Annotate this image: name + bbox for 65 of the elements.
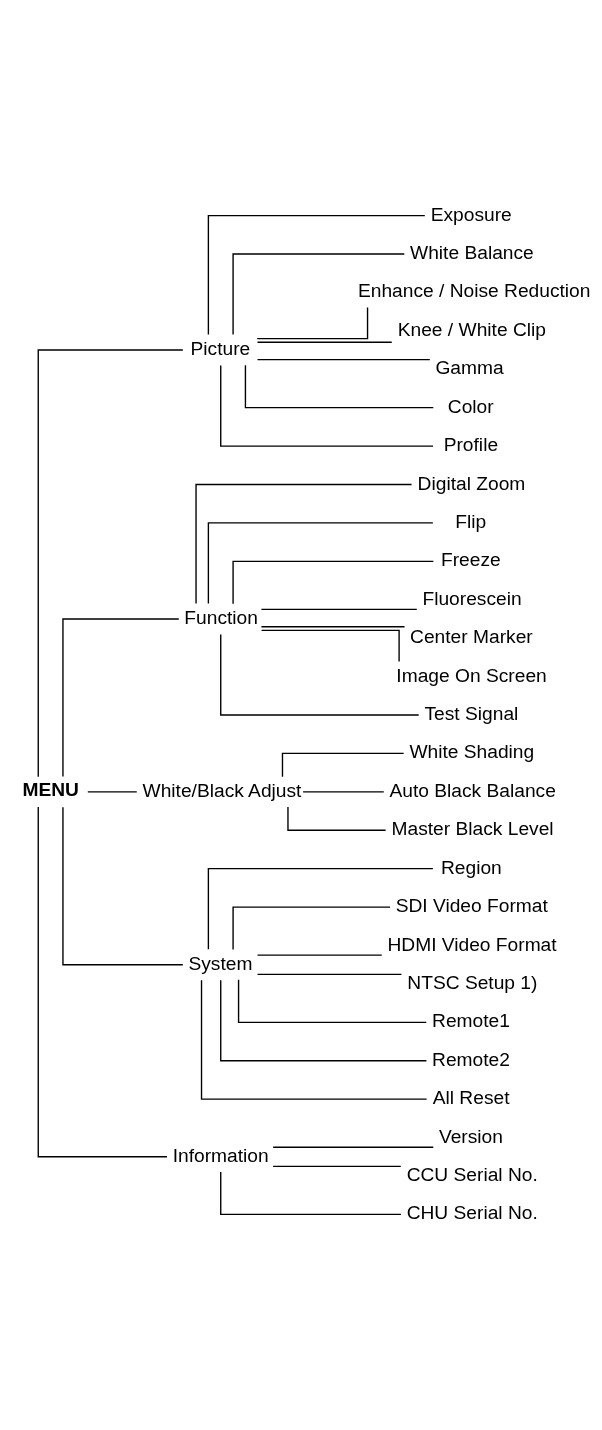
connector bbox=[62, 618, 180, 778]
node-text: Version bbox=[438, 1125, 503, 1147]
node-text: Digital Zoom bbox=[417, 472, 526, 494]
connector bbox=[256, 954, 383, 956]
connector bbox=[207, 868, 434, 950]
node-text: NTSC Setup 1) bbox=[407, 971, 538, 993]
node-text: Information bbox=[172, 1144, 269, 1166]
node-text: Picture bbox=[190, 338, 251, 360]
node-text: White Balance bbox=[410, 242, 534, 264]
connector bbox=[260, 608, 418, 611]
connector bbox=[220, 979, 428, 1062]
connector bbox=[256, 306, 369, 340]
node-text: Color bbox=[447, 395, 494, 417]
connector bbox=[200, 979, 428, 1100]
connector bbox=[237, 979, 427, 1024]
node-text: System bbox=[188, 952, 253, 974]
connector bbox=[232, 253, 405, 336]
connector bbox=[232, 560, 435, 605]
connector bbox=[220, 364, 434, 447]
node-text: All Reset bbox=[432, 1087, 510, 1109]
connector bbox=[260, 629, 400, 663]
node-text: Master Black Level bbox=[391, 818, 554, 840]
node-text: Image On Screen bbox=[396, 664, 547, 686]
connector bbox=[256, 341, 393, 343]
connector bbox=[232, 906, 391, 951]
node-text: Test Signal bbox=[424, 703, 519, 725]
connector bbox=[272, 1146, 434, 1148]
connector bbox=[256, 973, 403, 975]
connector bbox=[37, 349, 184, 778]
connector bbox=[256, 358, 431, 361]
connector bbox=[207, 214, 426, 336]
connector bbox=[37, 806, 168, 1158]
node-text: Remote2 bbox=[432, 1048, 510, 1070]
node-text: Function bbox=[184, 607, 258, 629]
connector bbox=[207, 522, 434, 605]
node-text: Remote1 bbox=[432, 1010, 510, 1032]
connector bbox=[272, 1165, 402, 1168]
node-text: Flip bbox=[455, 510, 487, 532]
connector bbox=[260, 626, 406, 628]
connector bbox=[87, 791, 138, 793]
node-text: Center Marker bbox=[410, 626, 533, 648]
connector bbox=[62, 806, 184, 966]
node-text: SDI Video Format bbox=[395, 895, 548, 917]
connector bbox=[220, 633, 420, 716]
node-text: Freeze bbox=[440, 549, 501, 571]
node-text: White Shading bbox=[409, 741, 535, 763]
node-text: Auto Black Balance bbox=[389, 779, 556, 801]
node-text: Profile bbox=[443, 434, 499, 456]
node-text: Fluorescein bbox=[422, 587, 522, 609]
connector bbox=[244, 364, 434, 409]
node-text: Region bbox=[440, 856, 502, 878]
node-text: CCU Serial No. bbox=[406, 1164, 538, 1186]
node-text: MENU bbox=[22, 778, 79, 800]
node-text: Gamma bbox=[435, 357, 504, 379]
node-text: HDMI Video Format bbox=[387, 933, 557, 955]
connector bbox=[195, 483, 413, 605]
connector bbox=[287, 806, 387, 831]
node-text: Knee / White Clip bbox=[397, 318, 546, 340]
connector bbox=[281, 752, 405, 778]
connector bbox=[302, 791, 385, 793]
node-text: Exposure bbox=[430, 203, 512, 225]
node-text: Enhance / Noise Reduction bbox=[357, 280, 591, 302]
node-text: CHU Serial No. bbox=[406, 1202, 538, 1224]
connector bbox=[220, 1171, 402, 1216]
node-text: White/Black Adjust bbox=[142, 779, 302, 801]
